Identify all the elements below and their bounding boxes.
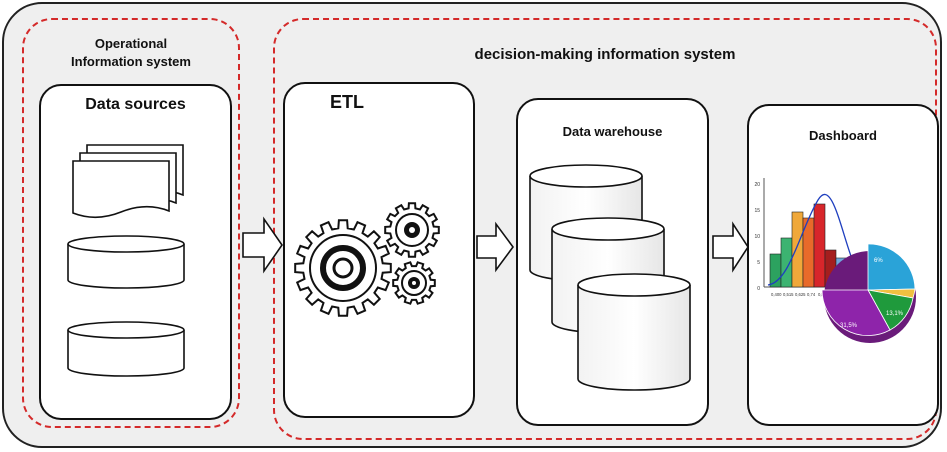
pie-label: 6% bbox=[874, 258, 883, 264]
dashboard-chart-icon: 0 5 10 15 20 0,400 0,515 0,625 0,74 0,85… bbox=[754, 178, 916, 343]
data-sources-title: Data sources bbox=[85, 96, 186, 113]
y-tick-label: 0 bbox=[757, 286, 760, 292]
y-tick-label: 15 bbox=[754, 208, 760, 214]
gear-hub bbox=[409, 227, 415, 233]
x-tick-label: 0,515 bbox=[783, 292, 794, 297]
histogram-bar bbox=[813, 203, 826, 288]
operational-title-line1: Operational bbox=[94, 36, 168, 51]
operational-system-region bbox=[22, 18, 240, 428]
x-tick-label: 0,625 bbox=[795, 292, 806, 297]
etl-title: ETL bbox=[330, 92, 364, 112]
x-tick-label: 0,74 bbox=[807, 292, 816, 297]
gear-hub bbox=[332, 257, 354, 279]
database-icon bbox=[67, 235, 185, 289]
y-tick-label: 20 bbox=[754, 182, 760, 188]
pie-label: 31,5% bbox=[840, 323, 858, 329]
pie-slice bbox=[867, 243, 916, 291]
gears-icon bbox=[294, 202, 440, 317]
y-tick-label: 10 bbox=[754, 234, 760, 240]
database-icon bbox=[577, 273, 691, 391]
data-warehouse-title: Data warehouse bbox=[562, 124, 663, 139]
arrow-icon bbox=[712, 221, 749, 273]
pie-slice bbox=[821, 289, 891, 336]
arrow-icon bbox=[476, 221, 514, 273]
decision-system-title: decision-making information system bbox=[474, 46, 736, 63]
histogram-bar bbox=[791, 211, 804, 288]
y-tick-label: 5 bbox=[757, 260, 760, 266]
pie-label: 13,1% bbox=[886, 311, 904, 317]
x-tick-label: 0,400 bbox=[771, 292, 782, 297]
arrow-icon bbox=[242, 216, 283, 274]
database-icon bbox=[67, 321, 185, 377]
operational-title-line2: Information system bbox=[71, 54, 191, 69]
gear-hub bbox=[412, 281, 416, 285]
document-stack-icon bbox=[72, 144, 184, 219]
dashboard-title: Dashboard bbox=[809, 128, 877, 143]
